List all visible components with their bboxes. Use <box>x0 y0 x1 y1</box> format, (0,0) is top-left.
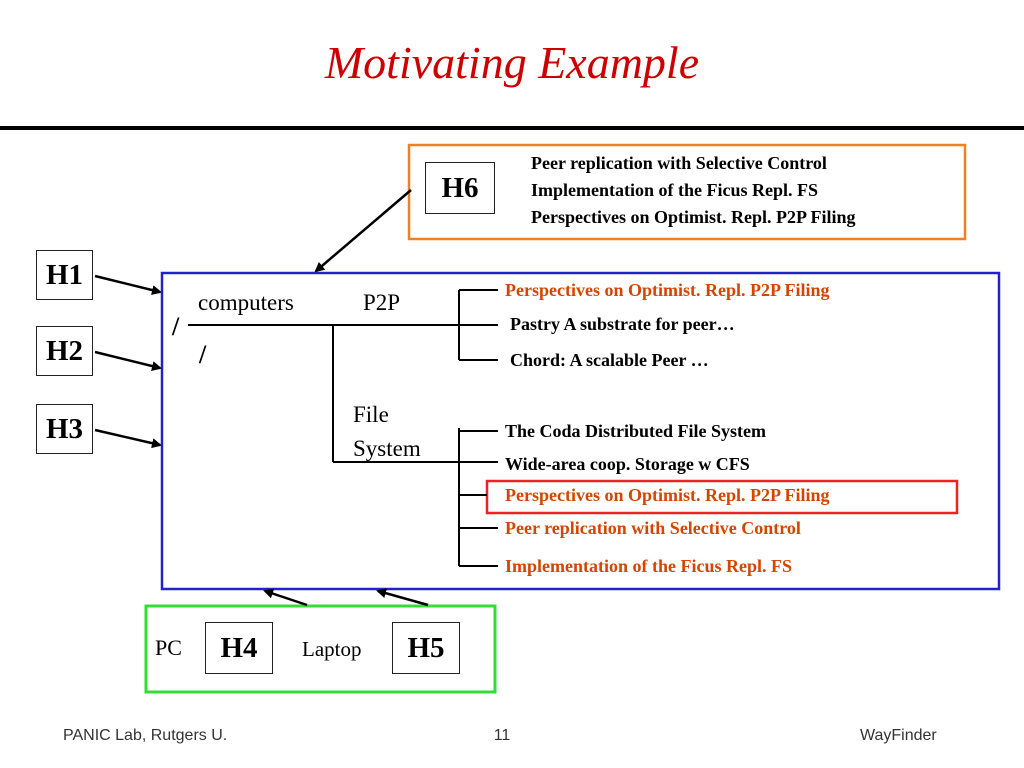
device-laptop-label: Laptop <box>302 637 362 661</box>
host-h4-label: H4 <box>220 631 258 664</box>
device-container <box>144 604 497 694</box>
host-h5: H5 <box>392 622 460 674</box>
tree-root-slash: / <box>172 312 180 341</box>
p2p-item: Perspectives on Optimist. Repl. P2P Fili… <box>505 280 830 300</box>
host-h2-label: H2 <box>45 334 84 367</box>
h6-item: Peer replication with Selective Control <box>531 153 827 173</box>
h6-item: Perspectives on Optimist. Repl. P2P Fili… <box>531 207 856 227</box>
main-container <box>160 271 1001 591</box>
h2-arrow <box>94 350 162 371</box>
host-h3: H3 <box>36 404 93 454</box>
fs-item: Wide-area coop. Storage w CFS <box>505 454 750 474</box>
h5-arrow <box>376 588 429 607</box>
p2p-item: Pastry A substrate for peer… <box>510 314 735 334</box>
device-pc-label: PC <box>155 635 182 660</box>
highlight-box <box>485 479 959 515</box>
tree-computers: computers <box>198 290 294 315</box>
h1-arrow <box>94 274 162 295</box>
host-h4: H4 <box>205 622 273 674</box>
fs-item: The Coda Distributed File System <box>505 421 766 441</box>
host-h2: H2 <box>36 326 93 376</box>
footer-page-number: 11 <box>493 727 511 744</box>
h6-item: Implementation of the Ficus Repl. FS <box>531 180 818 200</box>
host-h6-label: H6 <box>441 171 479 204</box>
h6-arrow <box>314 189 412 273</box>
tree-root-slash-2: / <box>199 340 207 369</box>
p2p-item: Chord: A scalable Peer … <box>510 350 709 370</box>
tree-p2p: P2P <box>363 290 401 315</box>
h3-arrow <box>94 428 162 449</box>
fs-item: Perspectives on Optimist. Repl. P2P Fili… <box>505 485 830 505</box>
host-h1-label: H1 <box>45 258 84 291</box>
footer-right: WayFinder <box>860 727 937 744</box>
h4-arrow <box>263 588 308 607</box>
host-h1: H1 <box>36 250 93 300</box>
footer-left: PANIC Lab, Rutgers U. <box>63 727 228 744</box>
host-h5-label: H5 <box>407 631 445 664</box>
slide-title: Motivating Example <box>324 37 700 88</box>
host-h3-label: H3 <box>45 412 84 445</box>
fs-item: Implementation of the Ficus Repl. FS <box>505 556 792 576</box>
tree-file-system-2: System <box>353 436 421 461</box>
title-divider <box>0 126 1024 130</box>
tree-file-system-1: File <box>353 402 389 427</box>
host-h6: H6 <box>425 162 495 214</box>
fs-item: Peer replication with Selective Control <box>505 518 801 538</box>
